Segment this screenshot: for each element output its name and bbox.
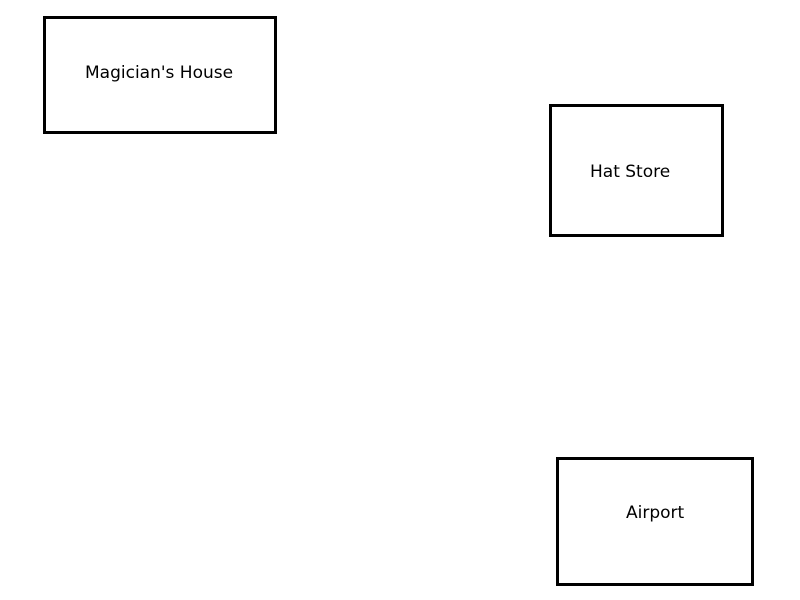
node-airport: Airport	[556, 457, 754, 586]
node-hat-store: Hat Store	[549, 104, 724, 237]
node-label: Magician's House	[85, 63, 234, 83]
node-label: Hat Store	[590, 162, 671, 182]
node-magicians-house: Magician's House	[43, 16, 277, 134]
node-label: Airport	[626, 503, 685, 523]
